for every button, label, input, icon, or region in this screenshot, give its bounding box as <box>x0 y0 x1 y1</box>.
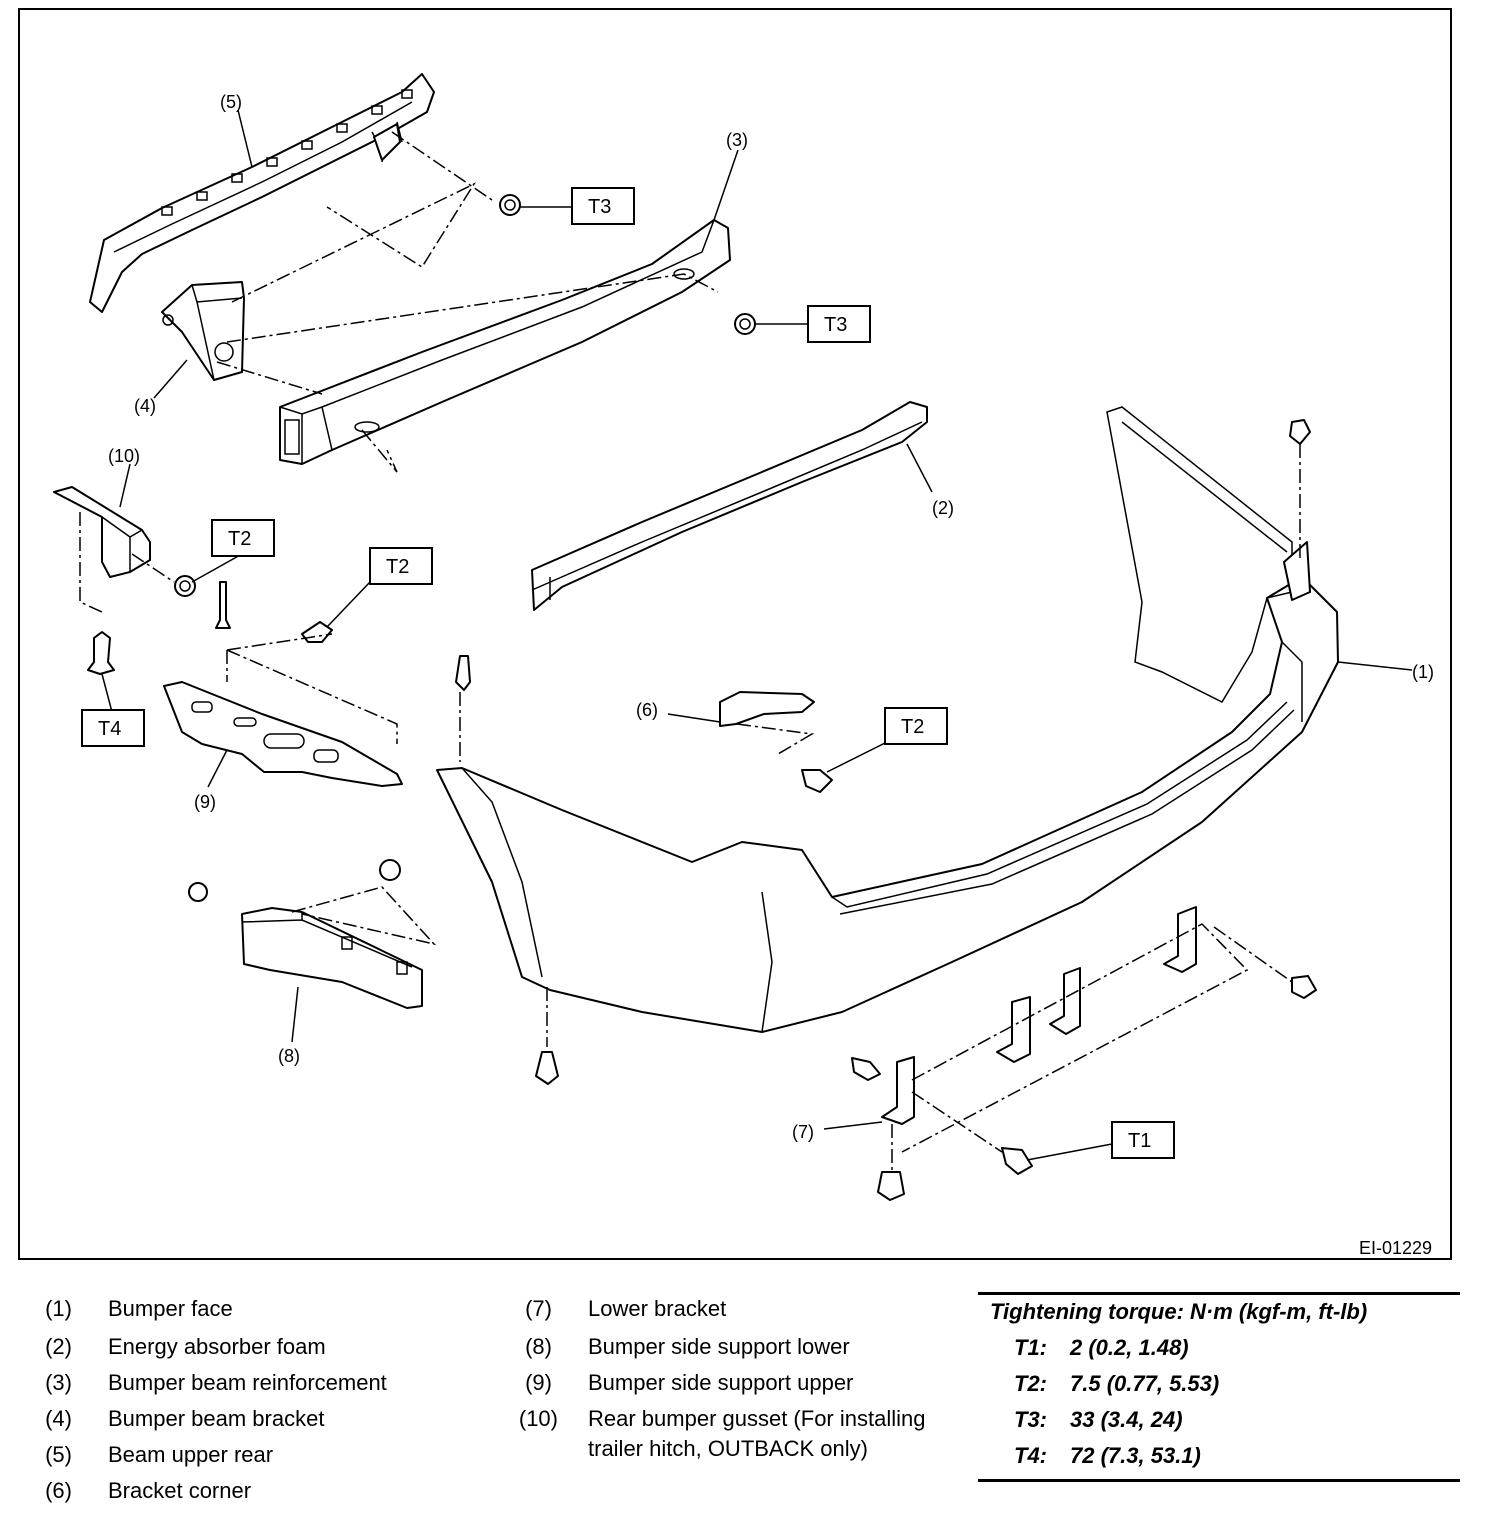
torque-table-title: Tightening torque: N·m (kgf-m, ft-lb) <box>990 1299 1368 1324</box>
torque-row-t1: T1:2 (0.2, 1.48) <box>1014 1335 1189 1360</box>
rear-bumper-gusset <box>53 486 151 578</box>
callout-5: (5) <box>220 92 242 112</box>
callout-8: (8) <box>278 1046 300 1066</box>
bracket-corner <box>719 691 815 727</box>
fasteners <box>87 194 1317 1201</box>
parts-legend: (1) Bumper face (2) Energy absorber foam… <box>45 1296 926 1503</box>
tag-t1: T1 <box>1128 1130 1151 1152</box>
tag-t2-support: T2 <box>386 556 409 578</box>
bumper-beam-bracket <box>161 281 245 381</box>
callout-6: (6) <box>636 700 658 720</box>
tag-t3-upper: T3 <box>588 196 611 218</box>
torque-row-t2: T2:7.5 (0.77, 5.53) <box>1014 1371 1220 1396</box>
tag-t3-lower: T3 <box>824 314 847 336</box>
callout-2: (2) <box>932 498 954 518</box>
lower-brackets <box>881 906 1197 1125</box>
bumper-face <box>436 406 1339 1033</box>
beam-upper-rear <box>89 73 435 313</box>
bumper-side-support-lower <box>241 907 423 1009</box>
bumper-side-support-upper <box>163 681 403 787</box>
torque-row-t3: T3:33 (3.4, 24) <box>1014 1407 1183 1432</box>
callout-10: (10) <box>108 446 140 466</box>
callout-labels: (5) (3) (4) (10) (2) (1) (6) (9) (8) (7)… <box>108 92 1434 1258</box>
torque-row-t4: T4:72 (7.3, 53.1) <box>1014 1443 1201 1468</box>
callout-9: (9) <box>194 792 216 812</box>
tag-t2-corner: T2 <box>901 716 924 738</box>
diagram-canvas: (5) (3) (4) (10) (2) (1) (6) (9) (8) (7)… <box>53 73 1434 1258</box>
energy-absorber-foam <box>531 401 928 611</box>
leader-lines <box>101 109 1413 1161</box>
tag-t2-gusset: T2 <box>228 528 251 550</box>
figure-id: EI-01229 <box>1359 1238 1432 1258</box>
callout-3: (3) <box>726 130 748 150</box>
exploded-diagram: (5) (3) (4) (10) (2) (1) (6) (9) (8) (7)… <box>18 8 1452 1260</box>
alignment-lines <box>79 131 1301 1170</box>
callout-4: (4) <box>134 396 156 416</box>
bumper-beam-reinforcement <box>279 219 731 465</box>
callout-7: (7) <box>792 1122 814 1142</box>
callout-1: (1) <box>1412 662 1434 682</box>
tag-t4: T4 <box>98 718 121 740</box>
tightening-torque-table: Tightening torque: N·m (kgf-m, ft-lb) T1… <box>978 1292 1460 1482</box>
torque-tags: T3 T3 T2 T2 T4 T2 T1 <box>81 187 1175 1159</box>
